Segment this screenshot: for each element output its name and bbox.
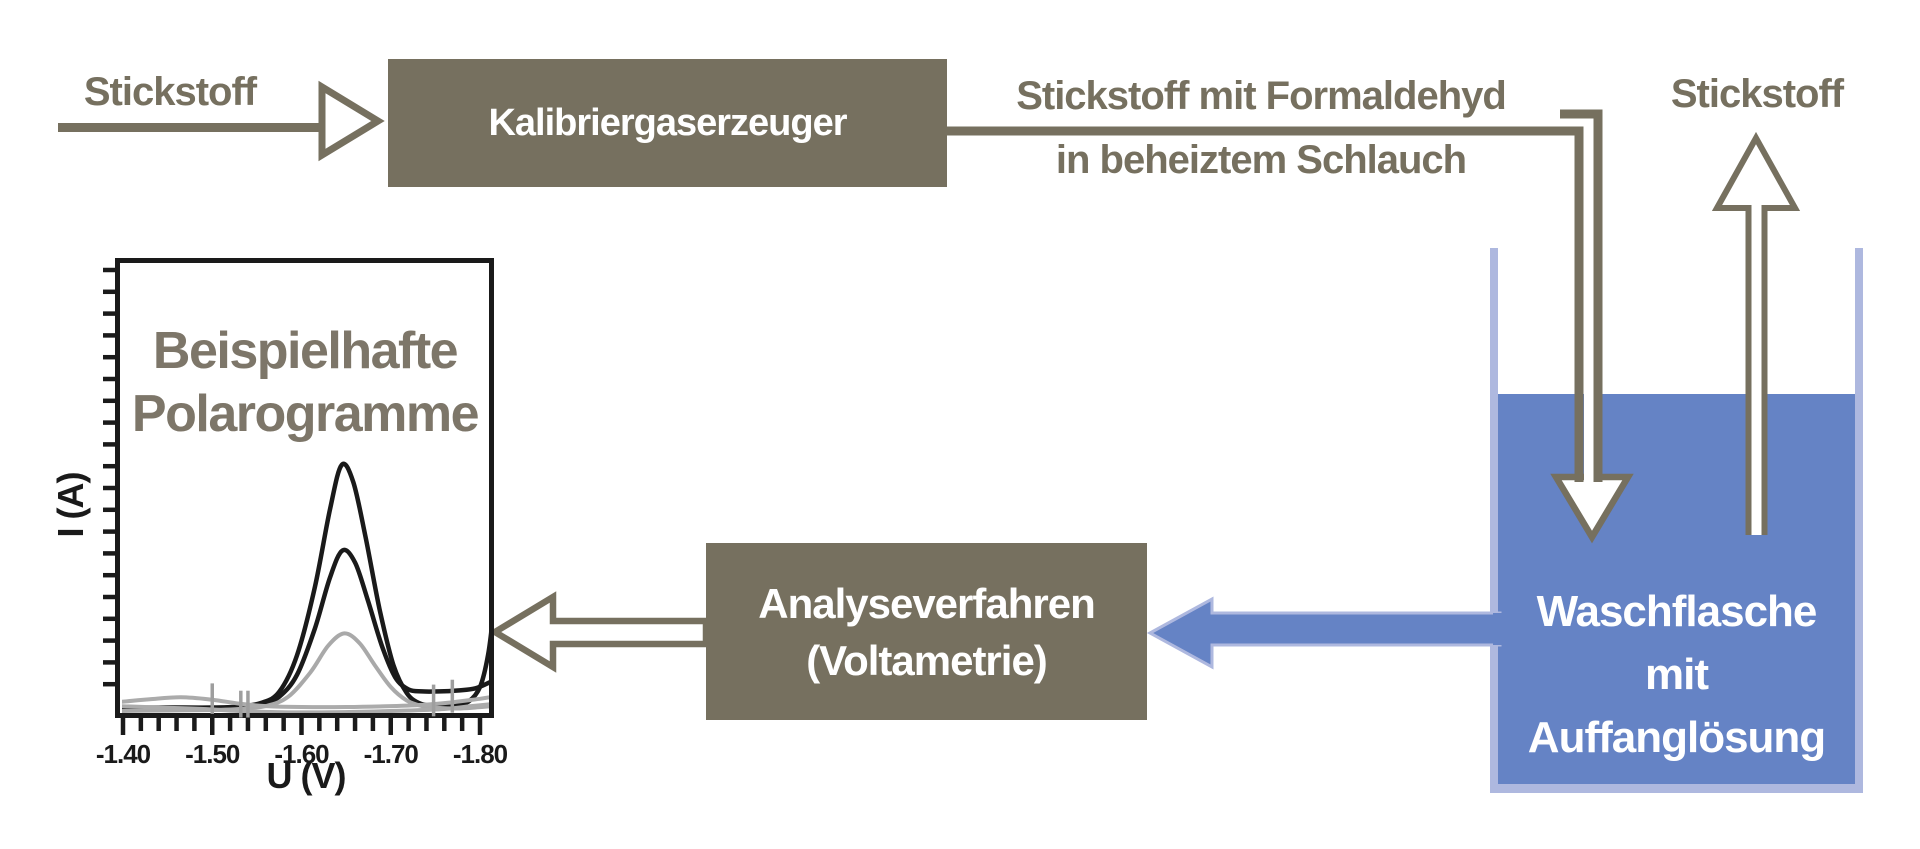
transfer-pipe-outer-wall — [1560, 109, 1603, 482]
polarogram-chart: -1.40 -1.50 -1.60 -1.70 -1.80 — [96, 258, 509, 769]
nitrogen-in-arrowhead-icon — [318, 80, 385, 162]
wash-bottle-label-line1: Waschflasche — [1536, 587, 1818, 636]
chart-title-line2: Polarogramme — [131, 385, 480, 443]
x-tick-label: -1.70 — [364, 739, 419, 769]
x-tick-label: -1.60 — [274, 739, 329, 769]
nitrogen-out-arrowhead-icon — [1711, 131, 1801, 211]
nitrogen-out-label: Stickstoff — [1670, 72, 1844, 116]
x-tick-label: -1.40 — [96, 739, 151, 769]
x-tick-label: -1.80 — [453, 739, 508, 769]
wash-bottle — [1490, 248, 1863, 793]
transfer-line-label-1: Stickstoff mit Formaldehyd — [1016, 74, 1507, 118]
wash-bottle-label-line3: Auffanglösung — [1527, 713, 1826, 762]
curve-polarogram-high-concentration — [122, 461, 489, 711]
wash-bottle-label-line2: mit — [1645, 650, 1709, 699]
analysis-output-arrow-icon — [488, 591, 710, 673]
plot-frame — [115, 258, 494, 718]
analysis-method-label-line1: Analyseverfahren — [758, 579, 1096, 627]
wash-bottle-label: Waschflasche mit Auffanglösung — [1498, 580, 1855, 769]
y-axis-label: I (A) — [50, 472, 91, 538]
analysis-method-label-line2: (Voltametrie) — [806, 636, 1048, 684]
calibration-gas-generator-box: Kalibriergaserzeuger — [388, 59, 947, 187]
x-tick-label: -1.50 — [185, 739, 240, 769]
wash-bottle-right-wall — [1855, 248, 1863, 793]
calibration-gas-generator-label: Kalibriergaserzeuger — [488, 101, 847, 144]
plot-content: -1.40 -1.50 -1.60 -1.70 -1.80 — [96, 267, 509, 769]
analysis-method-box: Analyseverfahren (Voltametrie) — [706, 543, 1147, 720]
wash-bottle-liquid — [1498, 394, 1855, 784]
chart-title: Beispielhafte Polarogramme — [116, 320, 494, 446]
gas-down-tube-interior — [1584, 300, 1594, 482]
wash-bottle-left-wall — [1490, 248, 1498, 793]
transfer-pipe-inner-wall — [947, 126, 1584, 482]
x-axis-label: U (V) — [266, 755, 347, 796]
solution-flow-arrow — [1146, 596, 1502, 670]
chart-title-line1: Beispielhafte — [152, 322, 459, 380]
solution-flow-arrow-bridge — [1493, 613, 1507, 645]
nitrogen-in-label: Stickstoff — [83, 70, 257, 114]
wash-bottle-bottom — [1490, 784, 1863, 793]
transfer-line-label-2: in beheiztem Schlauch — [1055, 138, 1467, 182]
nitrogen-in-line — [58, 123, 322, 132]
curve-baseline-lower-gray — [122, 702, 489, 713]
